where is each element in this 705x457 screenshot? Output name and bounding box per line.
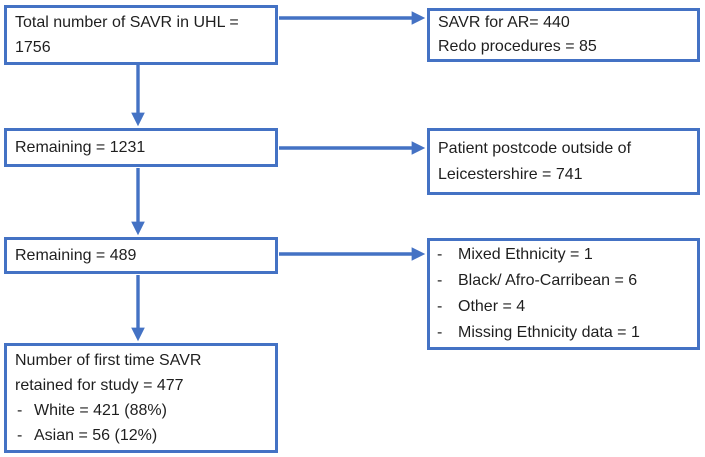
node-remaining-1231: Remaining = 1231 <box>4 128 278 167</box>
list-item-text: Black/ Afro-Carribean = 6 <box>458 272 638 289</box>
node-text-line: Remaining = 489 <box>15 247 137 264</box>
list-item-text: Mixed Ethnicity = 1 <box>458 246 593 263</box>
node-retained-for-study: Number of first time SAVR retained for s… <box>4 343 278 453</box>
node-ethnicity-exclusions: - Mixed Ethnicity = 1 - Black/ Afro-Carr… <box>427 238 700 350</box>
list-item-text: White = 421 (88%) <box>34 402 167 419</box>
list-item: - White = 421 (88%) <box>15 398 267 423</box>
node-remaining-489: Remaining = 489 <box>4 237 278 274</box>
list-item: - Asian = 56 (12%) <box>15 423 267 448</box>
node-postcode-outside: Patient postcode outside of Leicestershi… <box>427 128 700 195</box>
list-item: - Mixed Ethnicity = 1 <box>437 242 689 268</box>
list-item: - Missing Ethnicity data = 1 <box>437 320 689 346</box>
dash-marker: - <box>437 324 443 341</box>
node-text-line: retained for study = 477 <box>15 377 184 394</box>
node-text-line: Remaining = 1231 <box>15 139 146 156</box>
list-item-text: Missing Ethnicity data = 1 <box>458 324 640 341</box>
list-item-text: Other = 4 <box>458 298 526 315</box>
dash-marker: - <box>437 246 443 263</box>
node-text-line: Number of first time SAVR <box>15 352 202 369</box>
dash-marker: - <box>437 272 443 289</box>
node-text-line: Leicestershire = 741 <box>438 165 583 183</box>
list-item: - Black/ Afro-Carribean = 6 <box>437 268 689 294</box>
node-text-line: SAVR for AR= 440 <box>438 14 570 31</box>
list-item: - Other = 4 <box>437 294 689 320</box>
dash-marker: - <box>437 298 443 315</box>
node-savr-ar-redo: SAVR for AR= 440 Redo procedures = 85 <box>427 8 700 62</box>
node-text-line: Total number of SAVR in UHL = <box>15 14 239 31</box>
node-text-line: 1756 <box>15 39 51 56</box>
list-item-text: Asian = 56 (12%) <box>34 427 158 444</box>
dash-marker: - <box>17 427 23 444</box>
node-total-savr: Total number of SAVR in UHL = 1756 <box>4 5 278 65</box>
dash-marker: - <box>17 402 23 419</box>
node-text-line: Patient postcode outside of <box>438 139 632 157</box>
node-text-line: Redo procedures = 85 <box>438 38 597 55</box>
